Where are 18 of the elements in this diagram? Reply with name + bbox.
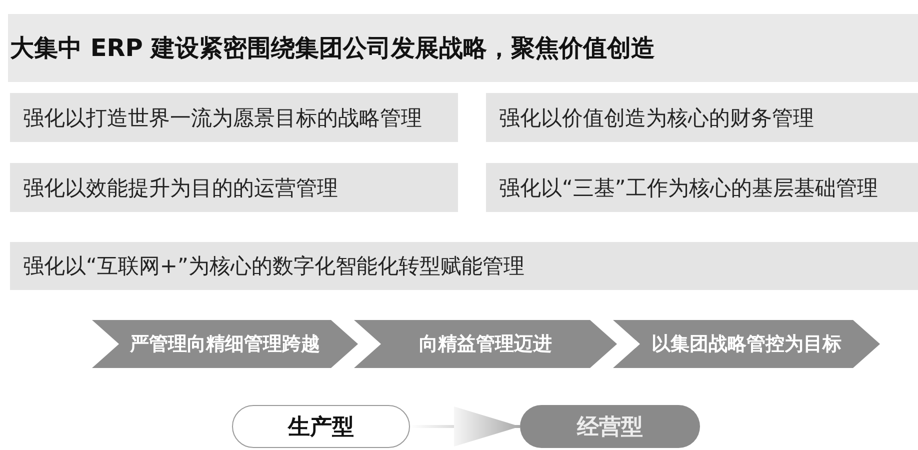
band-text: 强化以价值创造为核心的财务管理 xyxy=(499,104,814,132)
band-text: 强化以“互联网+”为核心的数字化智能化转型赋能管理 xyxy=(23,253,524,280)
band-text: 强化以效能提升为目的的运营管理 xyxy=(23,174,338,202)
text-band xyxy=(486,163,918,212)
text-band xyxy=(486,93,918,142)
heading-text: 大集中 ERP 建设紧密围绕集团公司发展战略，聚焦价值创造 xyxy=(10,33,656,64)
step-label: 以集团战略管控为目标 xyxy=(652,332,842,357)
stage-label: 经营型 xyxy=(577,414,643,442)
stage-pill xyxy=(520,405,700,448)
text-band xyxy=(10,242,918,290)
text-band xyxy=(10,163,458,212)
band-text: 强化以“三基”工作为核心的基层基础管理 xyxy=(499,174,878,202)
step-label: 严管理向精细管理跨越 xyxy=(130,332,320,357)
band-text: 强化以打造世界一流为愿景目标的战略管理 xyxy=(23,104,422,132)
stage-pill xyxy=(232,405,410,448)
stage-label: 生产型 xyxy=(288,414,354,442)
step-label: 向精益管理迈进 xyxy=(419,332,552,357)
text-band xyxy=(10,93,458,142)
